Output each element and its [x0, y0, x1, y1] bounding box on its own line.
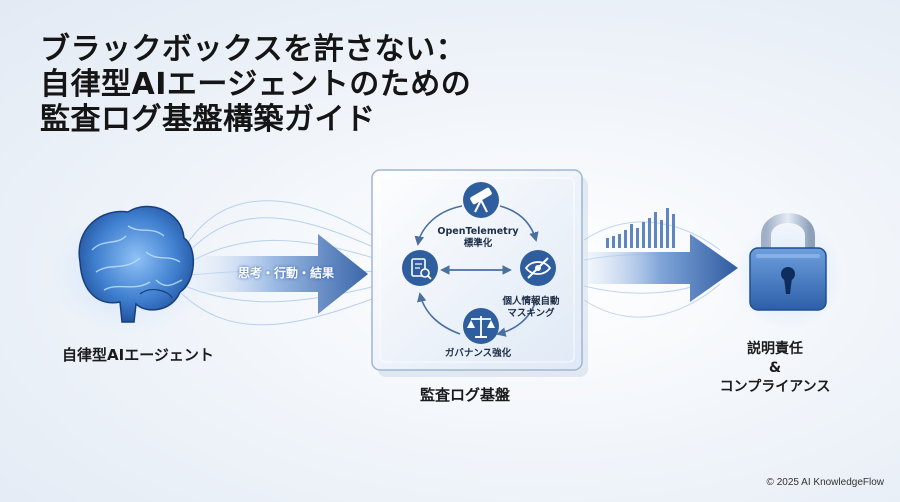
title-line-2: 自律型AIエージェントのための: [40, 67, 472, 102]
output-arrow: [584, 234, 738, 302]
governance-label: ガバナンス強化: [444, 348, 512, 359]
agent-label: 自律型AIエージェント: [62, 346, 214, 364]
masking-label: 個人情報自動 マスキング: [486, 296, 576, 320]
brain-icon: [50, 205, 210, 334]
document-search-icon: [402, 250, 438, 286]
output-line-1: 説明責任: [747, 341, 803, 357]
otel-label: OpenTelemetry 標準化: [430, 226, 526, 250]
eye-off-icon: [520, 250, 556, 286]
otel-label-line-1: OpenTelemetry: [437, 226, 519, 237]
telescope-icon: [463, 182, 499, 218]
output-label: 説明責任 & コンプライアンス: [700, 340, 850, 397]
masking-label-line-2: マスキング: [507, 308, 555, 319]
flow-arrow: [195, 234, 368, 314]
output-line-3: コンプライアンス: [719, 379, 831, 395]
scales-icon: [463, 308, 499, 344]
cycle-arrows: [414, 205, 539, 337]
padlock-icon: [733, 213, 843, 330]
title-line-1: ブラックボックスを許さない：: [40, 32, 467, 67]
page-title: ブラックボックスを許さない： 自律型AIエージェントのための 監査ログ基盤構築ガ…: [40, 32, 471, 137]
output-line-2: &: [768, 360, 782, 376]
platform-label: 監査ログ基盤: [420, 386, 511, 404]
otel-label-line-2: 標準化: [463, 238, 493, 249]
flow-label: 思考・行動・結果: [238, 266, 335, 280]
data-bars-icon: [606, 208, 675, 248]
copyright: © 2025 AI KnowledgeFlow: [766, 477, 884, 488]
masking-label-line-1: 個人情報自動: [502, 296, 560, 307]
title-line-3: 監査ログ基盤構築ガイド: [40, 102, 376, 137]
